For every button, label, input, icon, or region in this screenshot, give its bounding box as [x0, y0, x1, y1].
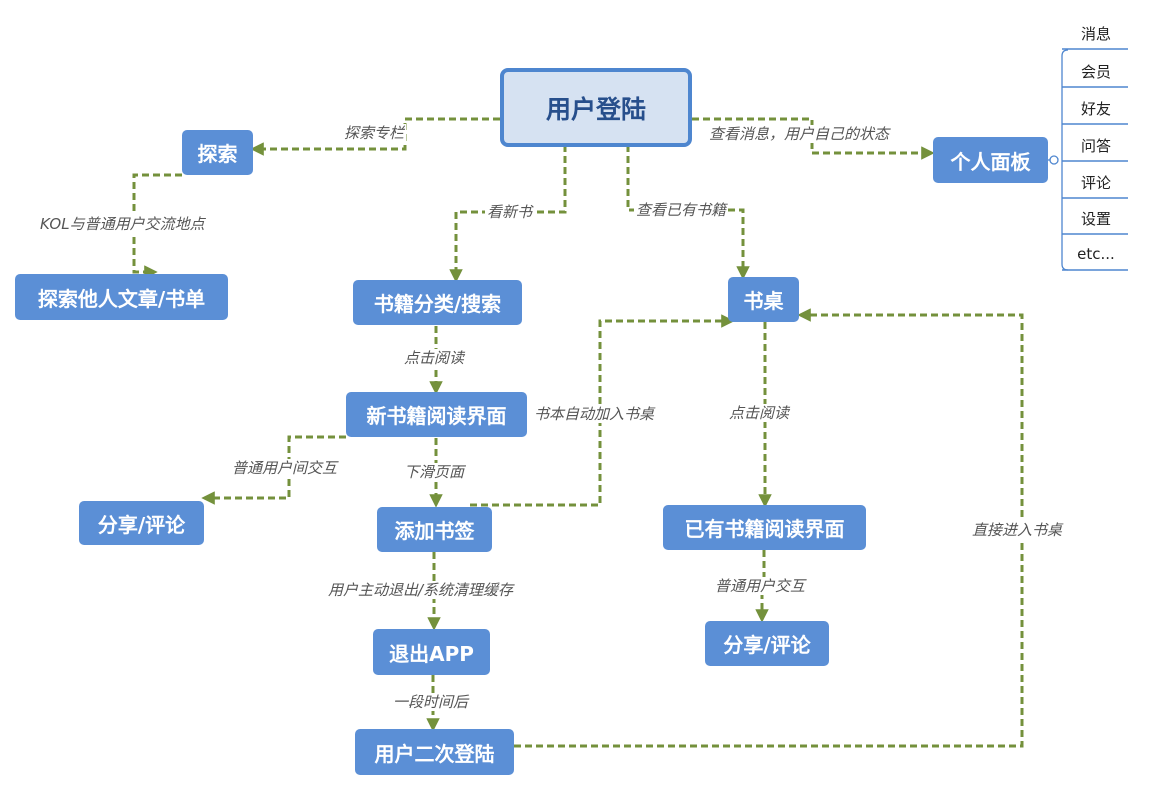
- panel-underlines: [1062, 48, 1128, 271]
- edge-label-scroll-page: 下滑页面: [402, 463, 467, 481]
- edge-label-see-new-books: 看新书: [485, 203, 535, 221]
- edge-label-kol: KOL与普通用户交流地点: [38, 215, 207, 233]
- edge-label-explore-column: 探索专栏: [342, 124, 407, 142]
- node-share-comment-left[interactable]: 分享/评论: [79, 501, 204, 545]
- node-existing-book-reader[interactable]: 已有书籍阅读界面: [663, 505, 866, 550]
- edge-label-click-read-1: 点击阅读: [402, 349, 467, 367]
- node-new-book-reader[interactable]: 新书籍阅读界面: [346, 392, 527, 437]
- panel-item-messages[interactable]: 消息: [1080, 25, 1111, 43]
- node-category-search[interactable]: 书籍分类/搜索: [353, 280, 522, 325]
- edge-label-auto-add: 书本自动加入书桌: [532, 405, 657, 423]
- node-explore[interactable]: 探索: [182, 130, 253, 175]
- node-second-login[interactable]: 用户二次登陆: [355, 729, 514, 775]
- edge-explore-to-others: [132, 173, 182, 279]
- node-explore-others[interactable]: 探索他人文章/书单: [15, 274, 228, 320]
- edge-second-login-to-desk: [514, 308, 1024, 748]
- node-user-login[interactable]: 用户登陆: [500, 68, 692, 147]
- edge-label-after-a-while: 一段时间后: [391, 693, 471, 711]
- edge-label-direct-to-desk: 直接进入书桌: [970, 521, 1065, 539]
- panel-collapse-dot: [1049, 155, 1059, 165]
- node-exit-app[interactable]: 退出APP: [373, 629, 490, 675]
- panel-item-etc[interactable]: etc...: [1077, 245, 1115, 263]
- panel-item-settings[interactable]: 设置: [1080, 210, 1111, 228]
- node-desk[interactable]: 书桌: [728, 277, 799, 322]
- edge-label-check-messages: 查看消息，用户自己的状态: [707, 125, 892, 143]
- edge-label-user-interaction-left: 普通用户间交互: [230, 459, 340, 477]
- panel-item-comments[interactable]: 评论: [1080, 174, 1111, 192]
- edge-label-click-read-2: 点击阅读: [727, 404, 792, 422]
- node-share-comment-right[interactable]: 分享/评论: [705, 621, 829, 666]
- edge-label-see-existing-books: 查看已有书籍: [634, 201, 729, 219]
- panel-item-friends[interactable]: 好友: [1080, 100, 1111, 118]
- edge-label-user-interaction-right: 普通用户交互: [713, 577, 808, 595]
- node-add-bookmark[interactable]: 添加书签: [377, 507, 492, 552]
- panel-item-membership[interactable]: 会员: [1080, 63, 1111, 81]
- node-personal-panel[interactable]: 个人面板: [933, 137, 1048, 183]
- edge-label-exit-or-clear: 用户主动退出/系统清理缓存: [326, 581, 516, 599]
- panel-item-qa[interactable]: 问答: [1080, 137, 1111, 155]
- edge-existing-reader-to-share: [755, 550, 769, 623]
- edge-reader-to-share: [201, 435, 346, 505]
